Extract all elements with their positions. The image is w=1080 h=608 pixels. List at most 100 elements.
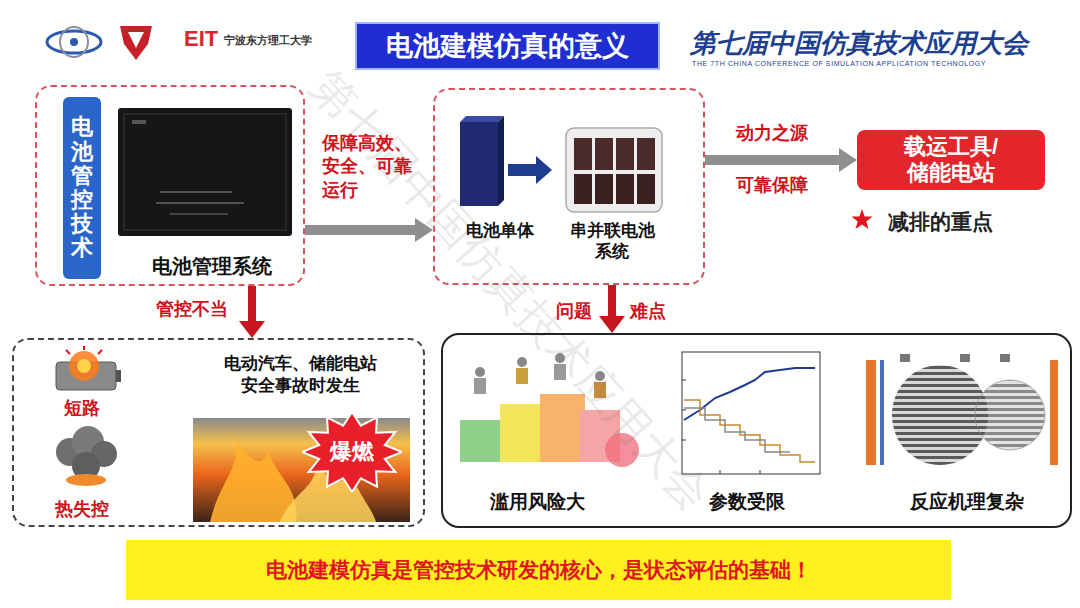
battery-group: 电池单体串并联电池系统 bbox=[433, 88, 705, 285]
burst-text: 爆燃 bbox=[330, 437, 374, 467]
arrow-label: 保障高效、安全、可靠运行 bbox=[322, 132, 426, 202]
star-symbol bbox=[852, 209, 873, 229]
short-circuit-icon bbox=[66, 350, 70, 354]
parameter-chart bbox=[684, 368, 815, 420]
battery-pack bbox=[595, 174, 613, 204]
mechanism-schematic bbox=[866, 354, 1058, 465]
logo-shield bbox=[120, 26, 152, 60]
flow-arrow bbox=[508, 156, 552, 184]
target-box: 载运工具/储能电站 bbox=[857, 130, 1045, 191]
thermal-runaway-icon bbox=[66, 474, 106, 486]
conference-name: 第七届中国仿真技术应用大会 bbox=[690, 26, 1028, 61]
arrow-label: 动力之源 bbox=[722, 122, 822, 145]
problem-label: 滥用风险大 bbox=[467, 489, 607, 515]
hazard-label: 热失控 bbox=[42, 497, 122, 521]
battery-cell bbox=[460, 116, 504, 206]
short-circuit-icon bbox=[77, 359, 91, 373]
logo-emblem bbox=[70, 38, 78, 46]
title-banner: 电池建模仿真的意义 bbox=[355, 22, 660, 70]
mechanism-schematic bbox=[1000, 354, 1010, 362]
part-label: 串并联电池系统 bbox=[563, 220, 661, 263]
conclusion-band: 电池建模仿真是管控技术研发的核心，是状态评估的基础！ bbox=[126, 540, 951, 600]
logo-shield bbox=[128, 32, 144, 48]
battery-pack bbox=[574, 138, 592, 170]
short-circuit-icon bbox=[69, 351, 99, 381]
note-text: 减排的重点 bbox=[888, 208, 993, 236]
star-symbol bbox=[852, 209, 873, 229]
parameter-chart bbox=[682, 352, 820, 474]
battery-pack bbox=[616, 174, 634, 204]
device-label: 电池管理系统 bbox=[137, 253, 287, 280]
parameter-chart bbox=[682, 410, 686, 411]
parameter-chart bbox=[720, 470, 721, 474]
accident-group: 短路热失控 电动汽车、储能电站安全事故时发生爆燃 bbox=[12, 338, 425, 527]
short-circuit-icon bbox=[83, 346, 85, 350]
band-text: 电池管控技术 bbox=[71, 115, 93, 260]
mechanism-schematic bbox=[1050, 360, 1058, 465]
mechanism-schematic bbox=[975, 380, 1045, 450]
mechanism-schematic bbox=[960, 354, 970, 362]
box-text: 载运工具/储能电站 bbox=[896, 134, 1006, 187]
arrow-note: 可靠保障 bbox=[722, 174, 822, 197]
logo-shield bbox=[120, 26, 152, 60]
flow-arrow bbox=[305, 225, 415, 235]
logo-emblem bbox=[47, 27, 101, 57]
mechanism-schematic bbox=[866, 360, 876, 465]
abuse-risk-figure bbox=[474, 378, 486, 394]
burst-shape bbox=[302, 412, 402, 492]
logo-emblem bbox=[60, 27, 88, 57]
parameter-chart bbox=[682, 380, 686, 381]
problem-label: 参数受限 bbox=[677, 489, 817, 515]
parameter-chart bbox=[684, 408, 790, 452]
bms-device bbox=[170, 213, 228, 215]
short-circuit-icon bbox=[56, 346, 121, 390]
arrow-label: 管控不当 bbox=[118, 298, 228, 321]
burst-badge: 爆燃 bbox=[302, 412, 402, 492]
flow-arrow bbox=[248, 286, 256, 321]
parameter-chart bbox=[760, 470, 761, 474]
part-label: 电池单体 bbox=[455, 220, 545, 241]
logo-emblem bbox=[47, 31, 101, 53]
flow-arrow bbox=[705, 155, 839, 165]
conference-name-english: THE 7TH CHINA CONFERENCE OF SIMULATION A… bbox=[692, 60, 986, 67]
battery-cell bbox=[498, 116, 504, 206]
battery-pack bbox=[566, 128, 662, 212]
abuse-risk-figure bbox=[500, 404, 545, 462]
parameter-chart bbox=[682, 352, 820, 474]
short-circuit-icon bbox=[98, 350, 102, 354]
battery-pack bbox=[574, 174, 592, 204]
battery-pack bbox=[595, 138, 613, 170]
logo-text: EIT bbox=[184, 26, 218, 52]
mechanism-schematic bbox=[880, 360, 884, 465]
flow-arrow bbox=[608, 285, 616, 316]
vertical-band: 电池管控技术 bbox=[63, 97, 101, 279]
battery-pack bbox=[566, 128, 662, 212]
bms-device bbox=[160, 191, 232, 193]
mechanism-schematic bbox=[892, 365, 988, 465]
title-text: 电池建模仿真的意义 bbox=[386, 28, 629, 64]
problem-label: 反应机理复杂 bbox=[897, 489, 1037, 515]
conclusion-text: 电池建模仿真是管控技术研发的核心，是状态评估的基础！ bbox=[266, 556, 812, 584]
bms-device bbox=[124, 114, 286, 230]
flow-arrow bbox=[508, 156, 552, 184]
bms-device bbox=[132, 120, 146, 124]
parameter-chart bbox=[684, 400, 815, 462]
bms-device bbox=[156, 202, 244, 204]
arrow-label: 问题 bbox=[540, 300, 592, 323]
logo-text: 宁波东方理工大学 bbox=[224, 33, 312, 48]
abuse-risk-figure bbox=[475, 367, 485, 377]
difficulty-group: 滥用风险大 参数受限 反应机理复杂 bbox=[441, 333, 1072, 528]
accident-text: 电动汽车、储能电站安全事故时发生 bbox=[217, 353, 383, 397]
battery-pack bbox=[616, 138, 634, 170]
battery-pack bbox=[637, 174, 655, 204]
battery-pack bbox=[637, 138, 655, 170]
fire-photo bbox=[210, 440, 296, 522]
battery-cell bbox=[460, 122, 498, 206]
mechanism-schematic bbox=[900, 354, 910, 362]
abuse-risk-figure bbox=[460, 420, 505, 462]
control-group: 电池管理系统 电池管控技术 bbox=[35, 85, 305, 286]
abuse-risk-figure bbox=[516, 368, 528, 384]
bms-device bbox=[118, 108, 292, 236]
hazard-label: 短路 bbox=[42, 396, 122, 420]
